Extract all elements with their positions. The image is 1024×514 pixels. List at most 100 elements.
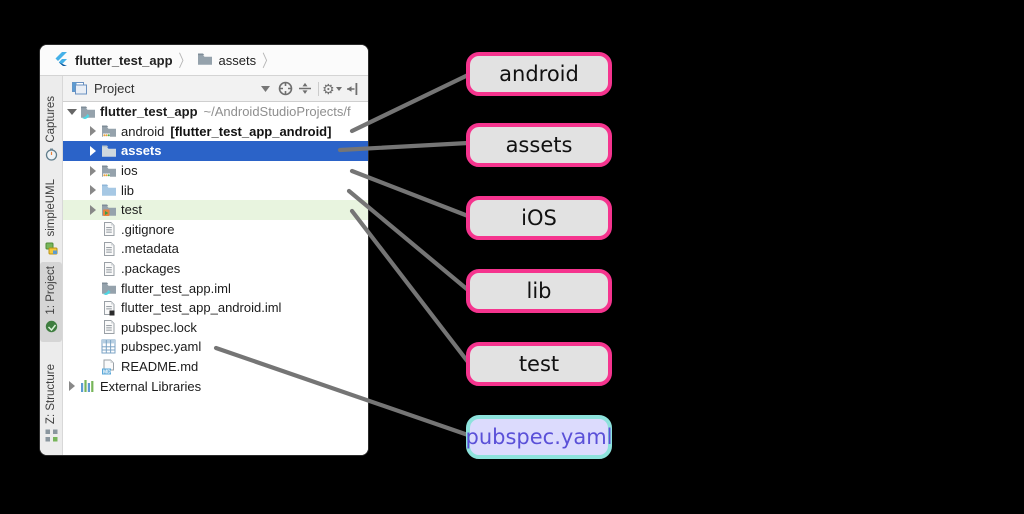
tree-item-module-suffix: [flutter_test_app_android]: [170, 123, 332, 139]
sidebar-tab-z-structure[interactable]: Z: Structure: [40, 364, 62, 447]
chevron-placeholder: [88, 342, 98, 352]
tree-row-flutter-test-app-android-iml[interactable]: flutter_test_app_android.iml: [63, 298, 368, 318]
chevron-right-icon[interactable]: [88, 126, 98, 137]
callout-assets: assets: [466, 123, 612, 167]
sidebar-tab-1-project[interactable]: 1: Project: [40, 262, 62, 342]
gear-icon[interactable]: ⚙: [322, 79, 342, 99]
stopwatch-icon: [45, 148, 58, 166]
lib-folder-icon: [100, 182, 117, 198]
tree-item-label: flutter_test_app: [100, 104, 198, 120]
folder-white-icon: [100, 143, 117, 159]
md-file-icon: MD: [100, 359, 117, 375]
tree-row-external-libraries[interactable]: External Libraries: [63, 376, 368, 396]
chevron-right-icon[interactable]: [88, 185, 98, 196]
connector-line-ios: [349, 168, 471, 219]
tree-item-label: External Libraries: [100, 378, 202, 394]
breadcrumb-item[interactable]: assets: [218, 52, 257, 68]
project-tree: flutter_test_app ~/AndroidStudioProjects/…: [63, 102, 368, 455]
tree-item-label: test: [121, 202, 142, 218]
callout-label: test: [518, 352, 560, 376]
breadcrumb: flutter_test_app〉assets〉: [40, 45, 368, 76]
tree-row-assets[interactable]: assets: [63, 141, 368, 161]
tree-item-label: ios: [121, 163, 138, 179]
callout-label: android: [499, 62, 579, 86]
module-folder-icon: [100, 163, 117, 179]
chevron-right-icon[interactable]: [67, 381, 77, 392]
svg-text:⚙: ⚙: [322, 81, 335, 96]
chevron-right-icon[interactable]: [88, 165, 98, 176]
project-panel-toolbar: Project ⚙: [63, 76, 368, 102]
tree-row-test[interactable]: test: [63, 199, 368, 220]
uml-icon: [45, 242, 58, 260]
tree-row-flutter-test-app-iml[interactable]: flutter_test_app.iml: [63, 278, 368, 298]
chevron-placeholder: [88, 283, 98, 293]
flutter-logo-icon: [53, 51, 69, 70]
tree-row-lib[interactable]: lib: [63, 180, 368, 200]
tree-row-android[interactable]: android [flutter_test_app_android]: [63, 122, 368, 142]
locate-icon[interactable]: [275, 79, 295, 99]
sidebar-tab-label: 1: Project: [45, 266, 57, 315]
tree-item-label: .metadata: [121, 241, 179, 257]
text-file-icon: [100, 319, 117, 335]
panel-title: Project: [94, 81, 135, 96]
chevron-placeholder: [88, 362, 98, 372]
tree-row-pubspec-lock[interactable]: pubspec.lock: [63, 318, 368, 338]
chevron-placeholder: [88, 244, 98, 254]
sidebar-tab-label: Z: Structure: [45, 364, 57, 425]
callout-label: lib: [526, 279, 552, 303]
table-file-icon: [100, 339, 117, 355]
tree-item-label: README.md: [121, 359, 199, 375]
tree-row-flutter-test-app[interactable]: flutter_test_app ~/AndroidStudioProjects/…: [63, 102, 368, 122]
ext-lib-icon: [79, 378, 96, 394]
sidebar-tab-label: simpleUML: [45, 179, 57, 237]
text-file-icon: [100, 241, 117, 257]
tree-item-label: android: [121, 123, 165, 139]
callout-test: test: [466, 342, 612, 386]
tree-item-label: pubspec.yaml: [121, 339, 202, 355]
tree-row-ios[interactable]: ios: [63, 161, 368, 181]
callout-pubspec-yaml: pubspec.yaml: [465, 415, 613, 459]
hide-panel-icon[interactable]: [342, 79, 362, 99]
collapse-all-icon[interactable]: [295, 79, 315, 99]
tree-row-pubspec-yaml[interactable]: pubspec.yaml: [63, 337, 368, 357]
tree-item-path: ~/AndroidStudioProjects/f: [203, 104, 351, 120]
callout-label: assets: [505, 133, 573, 157]
tree-item-label: assets: [121, 143, 162, 159]
breadcrumb-item[interactable]: flutter_test_app: [75, 52, 173, 68]
folder-icon: [197, 52, 213, 69]
tree-row--metadata[interactable]: .metadata: [63, 239, 368, 259]
sidebar-tab-simpleuml[interactable]: simpleUML: [40, 179, 62, 260]
iml-file-icon: [100, 300, 117, 316]
sidebar-tab-captures[interactable]: Captures: [40, 96, 62, 166]
toolbar-divider: [318, 81, 319, 96]
tree-item-label: flutter_test_app_android.iml: [121, 300, 282, 316]
connector-line-test: [349, 208, 471, 365]
structure-tab-icon: [45, 429, 58, 447]
connector-line-android: [349, 72, 471, 134]
dropdown-caret-icon[interactable]: [255, 79, 275, 99]
callout-label: pubspec.yaml: [465, 425, 613, 449]
chevron-right-icon[interactable]: [88, 145, 98, 156]
chevron-placeholder: [88, 322, 98, 332]
module-folder-icon: [100, 123, 117, 139]
tree-row--gitignore[interactable]: .gitignore: [63, 220, 368, 240]
tree-row--packages[interactable]: .packages: [63, 259, 368, 279]
flutter-folder-icon: [100, 280, 117, 296]
tree-item-label: pubspec.lock: [121, 319, 197, 335]
project-tab-icon: [45, 320, 58, 338]
tree-item-label: .packages: [121, 261, 181, 277]
chevron-placeholder: [88, 264, 98, 274]
breadcrumb-separator: 〉: [178, 50, 191, 71]
tool-window-stripe: Captures simpleUML 1: Project Z: Structure: [40, 76, 63, 455]
callout-android: android: [466, 52, 612, 96]
test-folder-icon: [100, 202, 117, 218]
chevron-down-icon[interactable]: [67, 107, 77, 117]
tree-item-label: flutter_test_app.iml: [121, 280, 231, 296]
text-file-icon: [100, 261, 117, 277]
flutter-folder-icon: [79, 104, 96, 120]
callout-lib: lib: [466, 269, 612, 313]
sidebar-tab-label: Captures: [45, 96, 57, 143]
chevron-right-icon[interactable]: [88, 204, 98, 215]
